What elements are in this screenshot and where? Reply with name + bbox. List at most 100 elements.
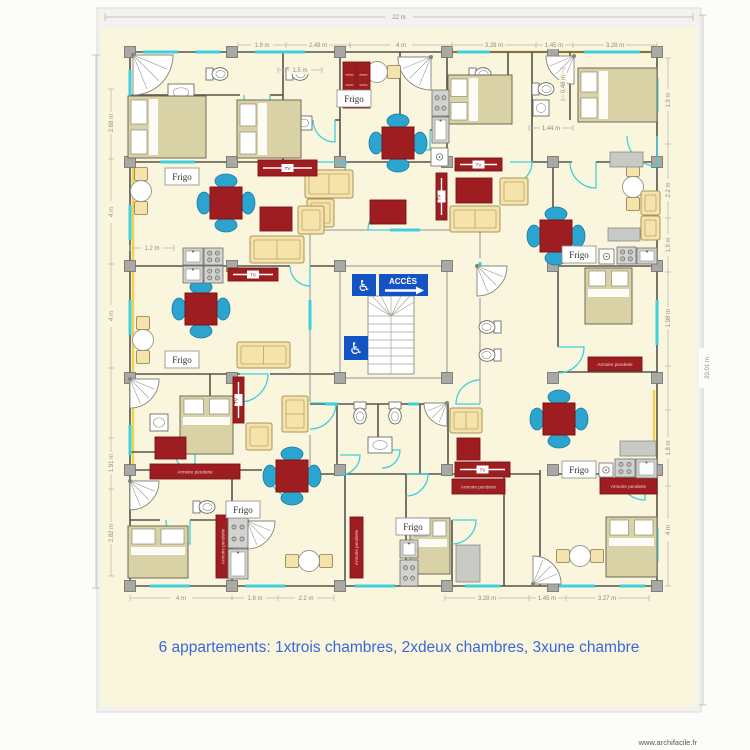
- fridge-text: Frigo: [569, 465, 589, 475]
- tv-stand: TV: [257, 159, 318, 177]
- dimension-label: 4 m: [170, 594, 192, 602]
- dimension-text: 3.28 m: [606, 43, 624, 49]
- acces-label: ACCÈS: [389, 277, 418, 286]
- shower: [131, 53, 174, 96]
- kitchen-burner: [614, 458, 636, 478]
- toilet: [531, 82, 555, 96]
- chair: [136, 316, 150, 330]
- wardrobe-banner: Armoire penderie: [587, 356, 643, 372]
- column-post: [226, 580, 238, 592]
- wardrobe-banner: Armoire penderie: [599, 477, 658, 495]
- dining-table: [262, 446, 322, 506]
- sofa: [236, 341, 291, 369]
- toilet: [192, 500, 216, 514]
- column-post: [124, 260, 136, 272]
- wardrobe-label: Armoire penderie: [611, 484, 647, 489]
- dimension-label: 1.91 m: [107, 452, 115, 474]
- fridge-text: Frigo: [172, 172, 192, 182]
- coffee-table: [154, 436, 187, 460]
- counter: [455, 544, 481, 583]
- toilet: [388, 401, 402, 425]
- bed: [605, 516, 658, 578]
- interior-door: [557, 346, 585, 374]
- coffee-table: [455, 177, 493, 204]
- sofa: [304, 169, 354, 199]
- overall-height-label: 20.01 m: [705, 357, 711, 379]
- dimension-text: 1.44 m: [542, 126, 560, 132]
- dimension-label: 1.8 m: [244, 594, 266, 602]
- wardrobe-banner: Armoire penderie: [349, 516, 364, 579]
- column-post: [547, 156, 559, 168]
- tv-label: TV: [437, 195, 442, 201]
- round-table: [285, 550, 333, 572]
- interior-door: [239, 373, 269, 403]
- dining-table: [529, 389, 589, 449]
- kitchen-appliance: [430, 147, 449, 167]
- round-table: [132, 316, 154, 364]
- washbasin: [532, 99, 550, 117]
- kitchen-burner: [616, 246, 637, 265]
- chair: [386, 157, 410, 173]
- plan-caption: 6 appartements: 1xtrois chambres, 2xdeux…: [159, 639, 640, 656]
- column-post: [334, 580, 346, 592]
- dining-table: [196, 173, 256, 233]
- kitchen-sink: [182, 265, 204, 284]
- column-post: [651, 372, 663, 384]
- dimension-text: 1.8 m: [247, 596, 262, 602]
- chair: [387, 65, 401, 79]
- kitchen-sink: [227, 548, 249, 580]
- chair: [134, 167, 148, 181]
- tv-stand: TV: [454, 461, 511, 478]
- chair: [547, 433, 571, 449]
- column-post: [334, 464, 346, 476]
- wardrobe-banner: Armoire penderie: [149, 463, 241, 480]
- dimension-label: 1.98 m: [664, 307, 672, 329]
- dining-table: [171, 279, 231, 339]
- kitchen-sink: [636, 247, 658, 265]
- tv-label: TV: [480, 467, 486, 472]
- bed: [584, 267, 633, 325]
- dimension-label: 3.28 m: [604, 41, 626, 49]
- dimension-text: 1.8 m: [666, 440, 672, 455]
- shower: [475, 264, 508, 297]
- dimension-label: 4 m: [107, 201, 115, 223]
- dimension-label: 3.28 m: [483, 41, 505, 49]
- fridge-label: Frigo: [164, 350, 200, 369]
- chair: [556, 549, 570, 563]
- kitchen-burner: [203, 265, 224, 284]
- fridge-label: Frigo: [561, 460, 597, 479]
- wardrobe-label: Armoire penderie: [221, 528, 226, 564]
- armchair: [297, 205, 325, 235]
- dimension-label: 1.2 m: [141, 244, 163, 252]
- dimension-text: 4 m: [396, 43, 406, 49]
- round-table: [556, 545, 604, 567]
- overall-dimensions: 22 m 20.01 m: [92, 12, 711, 706]
- dimension-label: 1.5 m: [289, 66, 311, 74]
- dimension-label: 1.44 m: [540, 124, 562, 132]
- column-post: [441, 580, 453, 592]
- chair: [189, 323, 213, 339]
- kitchen-burner: [203, 247, 224, 266]
- wardrobe-label: Armoire penderie: [597, 362, 633, 367]
- wardrobe-label: Armoire penderie: [354, 529, 359, 565]
- staircase: [367, 295, 415, 375]
- dimension-label: 2.49 m: [307, 41, 329, 49]
- sofa: [449, 407, 483, 434]
- dimension-text: 4 m: [109, 311, 115, 321]
- column-post: [334, 372, 346, 384]
- dimension-label: 2.68 m: [107, 112, 115, 134]
- chair: [590, 549, 604, 563]
- dimension-text: 1.98 m: [666, 309, 672, 327]
- fridge-text: Frigo: [172, 355, 192, 365]
- chair: [285, 554, 299, 568]
- column-post: [441, 46, 453, 58]
- sofa: [281, 395, 309, 433]
- dimension-label: 4 m: [664, 519, 672, 541]
- dimension-label: 4 m: [390, 41, 412, 49]
- sofa: [249, 235, 305, 264]
- chair: [544, 206, 568, 222]
- fridge-text: Frigo: [403, 522, 423, 532]
